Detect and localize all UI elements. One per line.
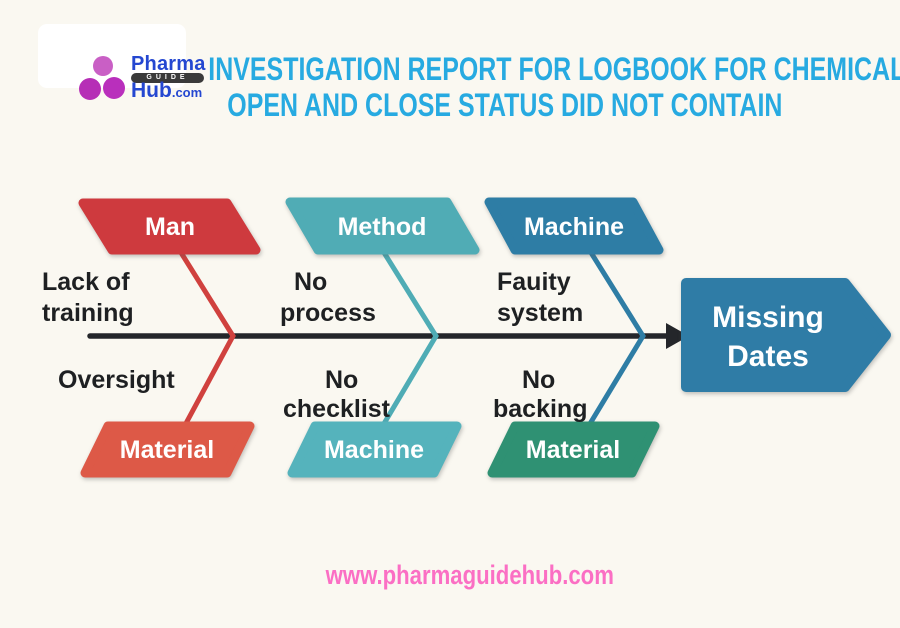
category-box-material-right: [487, 421, 660, 478]
logo-circle-icon: [93, 56, 113, 76]
page-title-line1: INVESTIGATION REPORT FOR LOGBOOK FOR CHE…: [208, 51, 900, 87]
page-title: INVESTIGATION REPORT FOR LOGBOOK FOR CHE…: [110, 51, 900, 123]
category-label-method: Method: [338, 213, 427, 241]
spine-arrowhead-icon: [666, 323, 689, 349]
cause-fauity-system-line2: system: [497, 299, 583, 327]
footer: www.pharmaguidehub.com: [40, 560, 900, 591]
cause-no-backing-line1: No: [522, 366, 555, 394]
cause-fauity-system-line1: Fauity: [497, 268, 571, 296]
cause-no-checklist-line1: No: [325, 366, 358, 394]
category-label-material-right: Material: [526, 436, 620, 464]
website-url: www.pharmaguidehub.com: [325, 560, 615, 590]
logo-circle-icon: [79, 78, 101, 100]
logo-badge-guide: GUIDE: [131, 73, 204, 83]
category-label-man: Man: [145, 213, 195, 241]
category-label-machine-bottom: Machine: [324, 436, 424, 464]
cause-lack-of-training-line1: Lack of: [42, 268, 130, 296]
cause-oversight: Oversight: [58, 366, 175, 394]
bone-middle: [379, 249, 439, 429]
category-label-machine-top: Machine: [524, 213, 624, 241]
logo-circle-icon: [103, 77, 125, 99]
effect-label-line1: Missing: [712, 301, 824, 334]
bone-right: [585, 249, 646, 429]
effect-box-missing-dates: [681, 278, 891, 392]
pharmaguidehub-logo: Pharma GUIDE Hub.com: [38, 24, 205, 102]
logo-word-hub: Hub.com: [131, 79, 203, 102]
page-title-line2: OPEN AND CLOSE STATUS DID NOT CONTAIN: [227, 87, 783, 123]
cause-no-process-line1: No: [294, 268, 327, 296]
cause-no-process-line2: process: [280, 299, 376, 327]
category-box-method: [285, 197, 480, 255]
category-label-material-left: Material: [120, 436, 214, 464]
category-box-machine-bottom: [287, 421, 462, 478]
cause-no-backing-line2: backing: [493, 395, 587, 423]
cause-lack-of-training-line2: training: [42, 299, 134, 327]
logo-suffix-com: .com: [171, 85, 203, 100]
category-box-machine-top: [484, 197, 664, 255]
category-box-man: [78, 198, 261, 255]
effect-label-line2: Dates: [727, 340, 809, 373]
logo-word-pharma: Pharma: [131, 53, 206, 75]
cause-no-checklist-line2: checklist: [283, 395, 391, 423]
category-box-material-left: [80, 421, 255, 478]
bone-left: [177, 249, 236, 429]
